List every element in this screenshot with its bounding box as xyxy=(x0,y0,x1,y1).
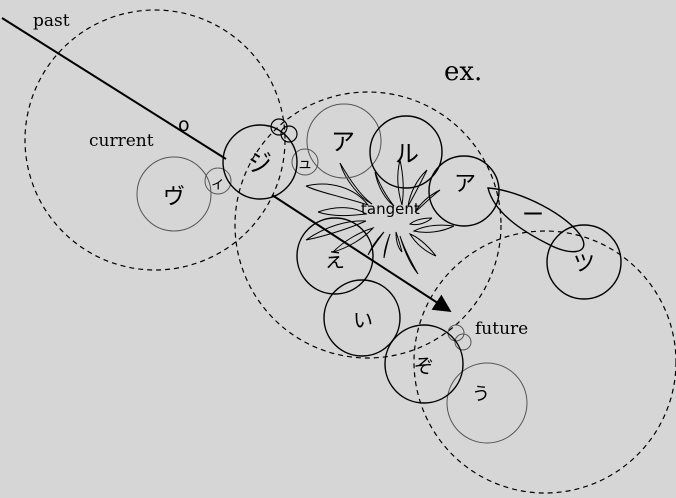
past-context-dashed-circle xyxy=(24,9,286,271)
elongated-link-shape xyxy=(487,187,585,253)
glyph-a2: ア xyxy=(454,172,476,197)
glyph-i: い xyxy=(353,308,373,332)
glyph-small-yu: ュ xyxy=(297,154,312,172)
u-circle xyxy=(446,362,528,444)
timeline-future-arrow xyxy=(271,194,452,312)
small-yu-circle xyxy=(291,148,319,176)
current-context-dashed-circle xyxy=(234,91,502,359)
glyph-ru: ル xyxy=(395,140,419,168)
label-future: future xyxy=(475,319,528,339)
vu-circle xyxy=(136,156,212,232)
label-past: past xyxy=(33,11,70,31)
ju-circle xyxy=(222,124,298,200)
glyph-ju: ジ xyxy=(248,149,272,177)
tiny-circle-ju-2 xyxy=(280,125,298,143)
a2-circle xyxy=(428,155,500,227)
e-circle xyxy=(296,217,374,295)
label-current: current xyxy=(89,131,154,151)
future-context-dashed-circle xyxy=(413,230,676,494)
tangent-curves xyxy=(305,159,455,275)
glyph-choon: ー xyxy=(522,203,544,228)
i-circle xyxy=(323,279,401,357)
label-tangent: tangent xyxy=(361,200,420,218)
ru-circle xyxy=(369,115,443,189)
glyph-e: え xyxy=(325,248,345,272)
glyph-zo: ぞ xyxy=(414,354,434,378)
timeline-past-segment xyxy=(1,17,227,160)
glyph-tsu: ツ xyxy=(573,252,595,277)
tsu-circle xyxy=(546,224,622,300)
tiny-circle-ju-1 xyxy=(270,118,288,136)
a1-circle xyxy=(306,103,382,179)
glyph-u: う xyxy=(472,384,490,405)
glyph-vu: ヴ xyxy=(163,185,185,210)
zo-circle xyxy=(384,324,464,404)
label-ex: ex. xyxy=(444,57,482,87)
small-i-circle xyxy=(204,167,232,195)
label-o: o xyxy=(178,114,190,136)
glyph-a1: ア xyxy=(331,128,355,156)
tiny-circle-future-2 xyxy=(454,333,472,351)
glyph-small-i: ィ xyxy=(210,174,225,192)
